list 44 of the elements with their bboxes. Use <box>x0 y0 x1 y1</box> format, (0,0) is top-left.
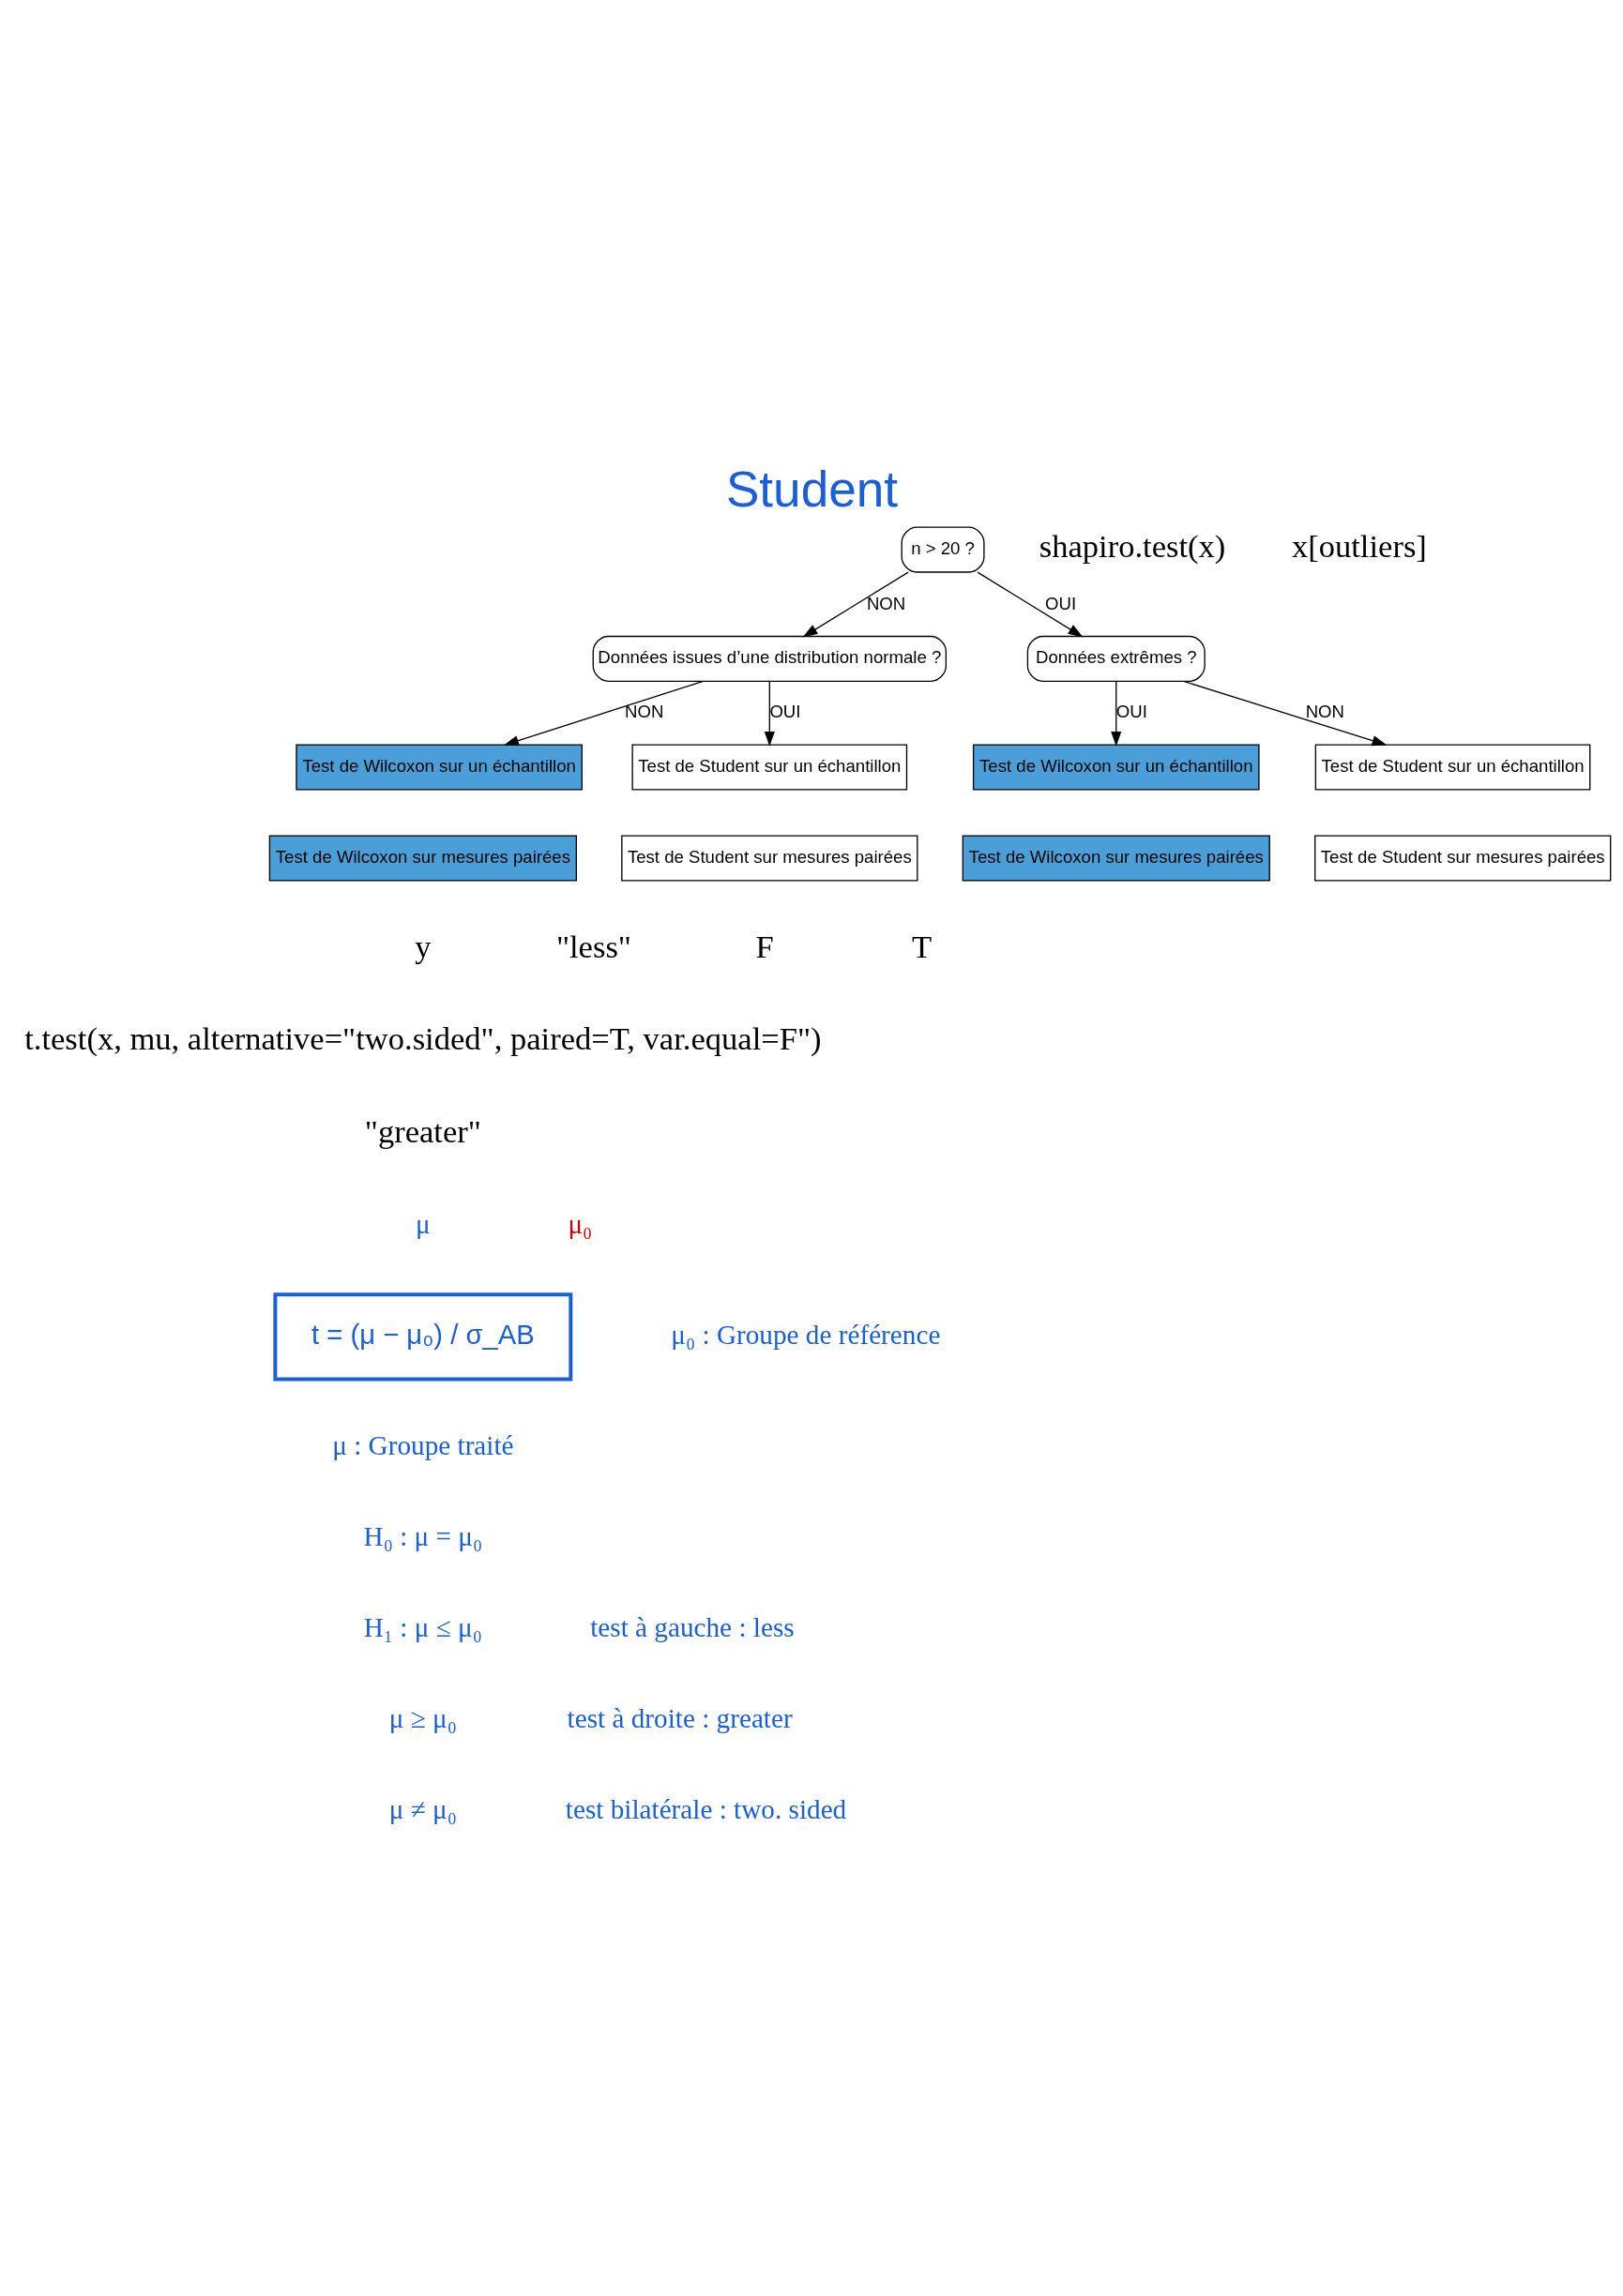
edge-label: NON <box>624 702 663 722</box>
label: H₀ : μ = μ₀ <box>363 1521 482 1552</box>
label: μ <box>415 1208 431 1239</box>
node-box: Test de Wilcoxon sur mesures pairées <box>268 835 577 882</box>
label: μ₀ <box>567 1208 592 1239</box>
edge-label: OUI <box>1044 593 1076 613</box>
node-box: t = (μ − μ₀) / σ_AB <box>272 1292 572 1382</box>
node-box: n > 20 ? <box>901 526 985 573</box>
label: μ₀ : Groupe de référence <box>670 1319 940 1350</box>
edge-label: OUI <box>768 702 800 722</box>
label: μ : Groupe traité <box>331 1430 514 1461</box>
label: μ ≠ μ₀ <box>388 1794 457 1825</box>
node-box: Test de Student sur mesures pairées <box>1313 835 1611 882</box>
arrow <box>801 571 909 638</box>
label: test à droite : greater <box>567 1703 793 1734</box>
label: test bilatérale : two. sided <box>565 1794 846 1825</box>
edge-label: NON <box>1305 702 1344 722</box>
label: t.test(x, mu, alternative="two.sided", paired=T, var.equal=F") <box>23 1020 822 1057</box>
label: x[outliers] <box>1291 528 1427 565</box>
arrow <box>1110 680 1121 747</box>
node-box: Test de Wilcoxon sur un échantillon <box>972 744 1260 791</box>
node-box: Test de Student sur mesures pairées <box>620 835 918 882</box>
node-box: Données issues d’une distribution normale ? <box>592 635 947 682</box>
arrow <box>976 571 1084 638</box>
edge-label: NON <box>866 593 905 613</box>
edge-label: OUI <box>1115 702 1147 722</box>
label: T <box>911 929 932 965</box>
arrow <box>1182 680 1387 747</box>
label: F <box>754 929 774 965</box>
label: H₁ : μ ≤ μ₀ <box>363 1612 482 1643</box>
diagram-title: Student <box>725 461 898 518</box>
node-box: Test de Wilcoxon sur un échantillon <box>295 744 583 791</box>
arrow <box>764 680 775 747</box>
label: y <box>414 929 432 965</box>
label: test à gauche : less <box>589 1612 795 1643</box>
node-box: Test de Student sur un échantillon <box>630 744 907 791</box>
label: shapiro.test(x) <box>1039 528 1225 565</box>
label: "less" <box>555 929 631 965</box>
label: "greater" <box>364 1112 481 1149</box>
node-box: Test de Wilcoxon sur mesures pairées <box>962 835 1270 882</box>
node-box: Test de Student sur un échantillon <box>1314 744 1590 791</box>
arrow <box>503 680 704 747</box>
node-box: Données extrêmes ? <box>1026 635 1206 682</box>
label: μ ≥ μ₀ <box>388 1703 457 1734</box>
